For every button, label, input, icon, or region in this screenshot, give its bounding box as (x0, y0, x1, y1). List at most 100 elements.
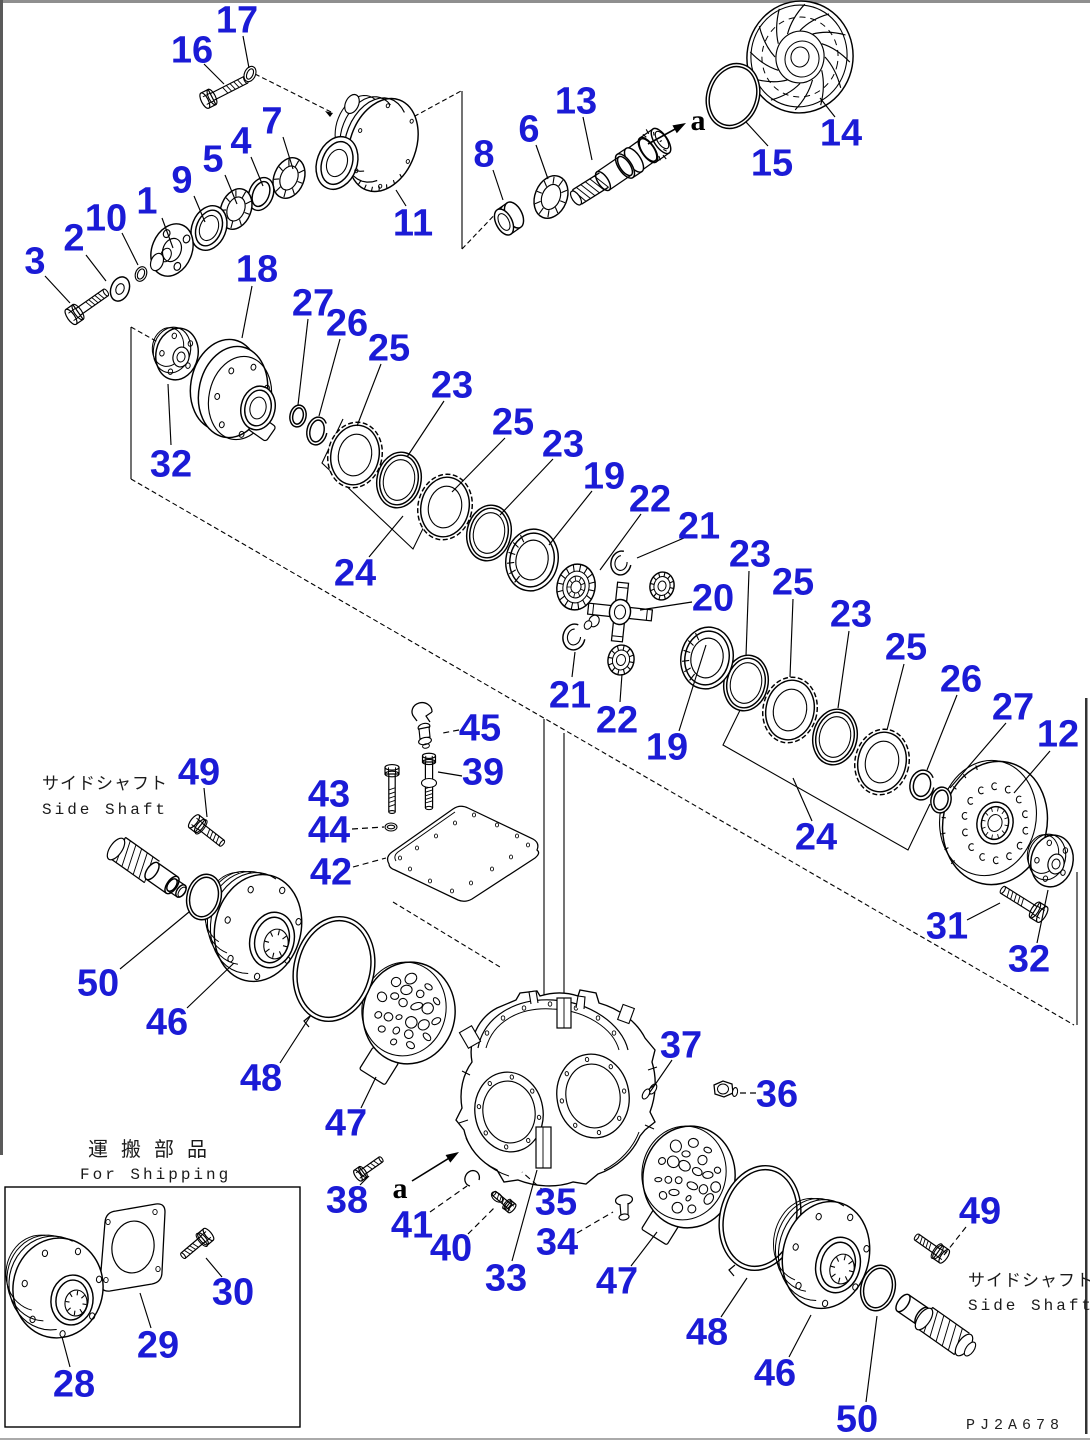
part-22b-pinion-gear (607, 644, 635, 676)
leader-42 (352, 857, 387, 868)
part-9-seal (190, 205, 228, 251)
leader-32b (1036, 889, 1049, 944)
part-50b-o-ring (859, 1264, 897, 1312)
leader-46a (186, 962, 235, 1009)
leader-33 (511, 1169, 538, 1262)
part-18-differential-cage (189, 338, 276, 442)
part-35-shims (535, 997, 572, 1169)
leader-28 (61, 1336, 71, 1368)
callout-25a: 25 (368, 328, 410, 370)
side-shaft-left-jp: サイドシャフト (42, 774, 168, 794)
callout-21a: 21 (678, 506, 720, 548)
callout-30: 30 (212, 1272, 254, 1314)
callout-25c: 25 (772, 562, 814, 604)
for-shipping-box (4, 1186, 301, 1428)
callout-21b: 21 (549, 675, 591, 717)
callout-49a: 49 (178, 752, 220, 794)
frame-right (1085, 698, 1088, 1434)
view-letter-1: a (393, 1172, 408, 1205)
callout-45: 45 (459, 708, 501, 750)
for-shipping-jp: 運搬部品 (88, 1137, 220, 1161)
leader-15 (745, 121, 769, 147)
part-36-plug (713, 1080, 739, 1098)
callout-40: 40 (430, 1228, 472, 1270)
part-28-hub-assembly (5, 1234, 104, 1339)
callout-20: 20 (692, 578, 734, 620)
part-23c-steel-plate (722, 654, 770, 712)
callout-44: 44 (308, 810, 350, 852)
leader-7 (282, 136, 294, 170)
view-arrow-line-1 (411, 1155, 453, 1182)
part-22u-pinion-gear (649, 571, 675, 601)
part-2-washer (109, 276, 131, 302)
leader-23c (745, 570, 750, 657)
leader-12 (1013, 750, 1051, 794)
part-6-bearing (533, 175, 569, 219)
leader-32a (167, 383, 172, 446)
callout-10: 10 (85, 198, 127, 240)
part-33-carrier-housing (455, 989, 658, 1187)
part-32b-coupling-flange (1026, 833, 1074, 888)
callout-23b: 23 (542, 424, 584, 466)
leader-37 (649, 1059, 673, 1093)
leader-49a (203, 787, 208, 818)
callout-39: 39 (462, 752, 504, 794)
retainer-box-right (722, 699, 931, 851)
part-37-pin (641, 1083, 658, 1100)
part-50a-o-ring (185, 873, 223, 921)
part-8-collar (493, 201, 525, 236)
part-10-ring (134, 266, 148, 282)
part-40-bolt (490, 1190, 517, 1214)
leader-38 (359, 1175, 370, 1186)
part-30-bolt (180, 1227, 215, 1260)
part-29-plate (99, 1203, 166, 1292)
part-49a-bolt (187, 814, 226, 847)
leader-22b (619, 673, 623, 703)
leader-19a (548, 490, 593, 546)
callout-2: 2 (63, 218, 84, 260)
part-23b-steel-plate (465, 504, 513, 562)
leader-30 (205, 1257, 223, 1278)
leader-18 (241, 285, 253, 339)
leader-21a (636, 537, 685, 559)
part-41-clip (464, 1169, 481, 1187)
leader-13 (582, 116, 593, 161)
callout-36: 36 (756, 1074, 798, 1116)
callout-13: 13 (555, 81, 597, 123)
part-13-bevel-pinion-shaft (569, 127, 672, 206)
callout-38: 38 (326, 1180, 368, 1222)
callout-14: 14 (820, 113, 862, 155)
callout-24b: 24 (795, 817, 837, 859)
callout-26a: 26 (326, 303, 368, 345)
part-1-coupling-flange (149, 223, 194, 277)
part-48a-gasket (292, 915, 376, 1028)
leader-19b (678, 644, 707, 732)
frame-left (0, 0, 3, 1155)
leader-39 (437, 771, 463, 777)
callout-7: 7 (261, 101, 282, 143)
leader-26a (318, 338, 341, 417)
callout-48b: 48 (686, 1312, 728, 1354)
callout-34: 34 (536, 1222, 578, 1264)
callout-47a: 47 (325, 1103, 367, 1145)
callout-4: 4 (230, 121, 251, 163)
callout-27a: 27 (292, 283, 334, 325)
part-46a-bearing-cover (204, 870, 303, 983)
leader-8 (492, 169, 504, 201)
part-39-stud (420, 752, 438, 811)
part-17-washer (243, 65, 257, 83)
leader-3 (44, 275, 71, 304)
leader-45 (442, 729, 460, 734)
bolt16-assembly-line (254, 73, 334, 114)
callout-32a: 32 (150, 444, 192, 486)
part-42-cover-plate (386, 805, 540, 902)
leader-1 (161, 217, 174, 249)
part-43-bolt (384, 763, 400, 814)
callout-46b: 46 (754, 1353, 796, 1395)
part-27b-ring (930, 786, 952, 814)
callout-19a: 19 (583, 456, 625, 498)
callout-25b: 25 (492, 402, 534, 444)
leader-23a (406, 400, 445, 458)
part-38-bolt (353, 1156, 384, 1182)
